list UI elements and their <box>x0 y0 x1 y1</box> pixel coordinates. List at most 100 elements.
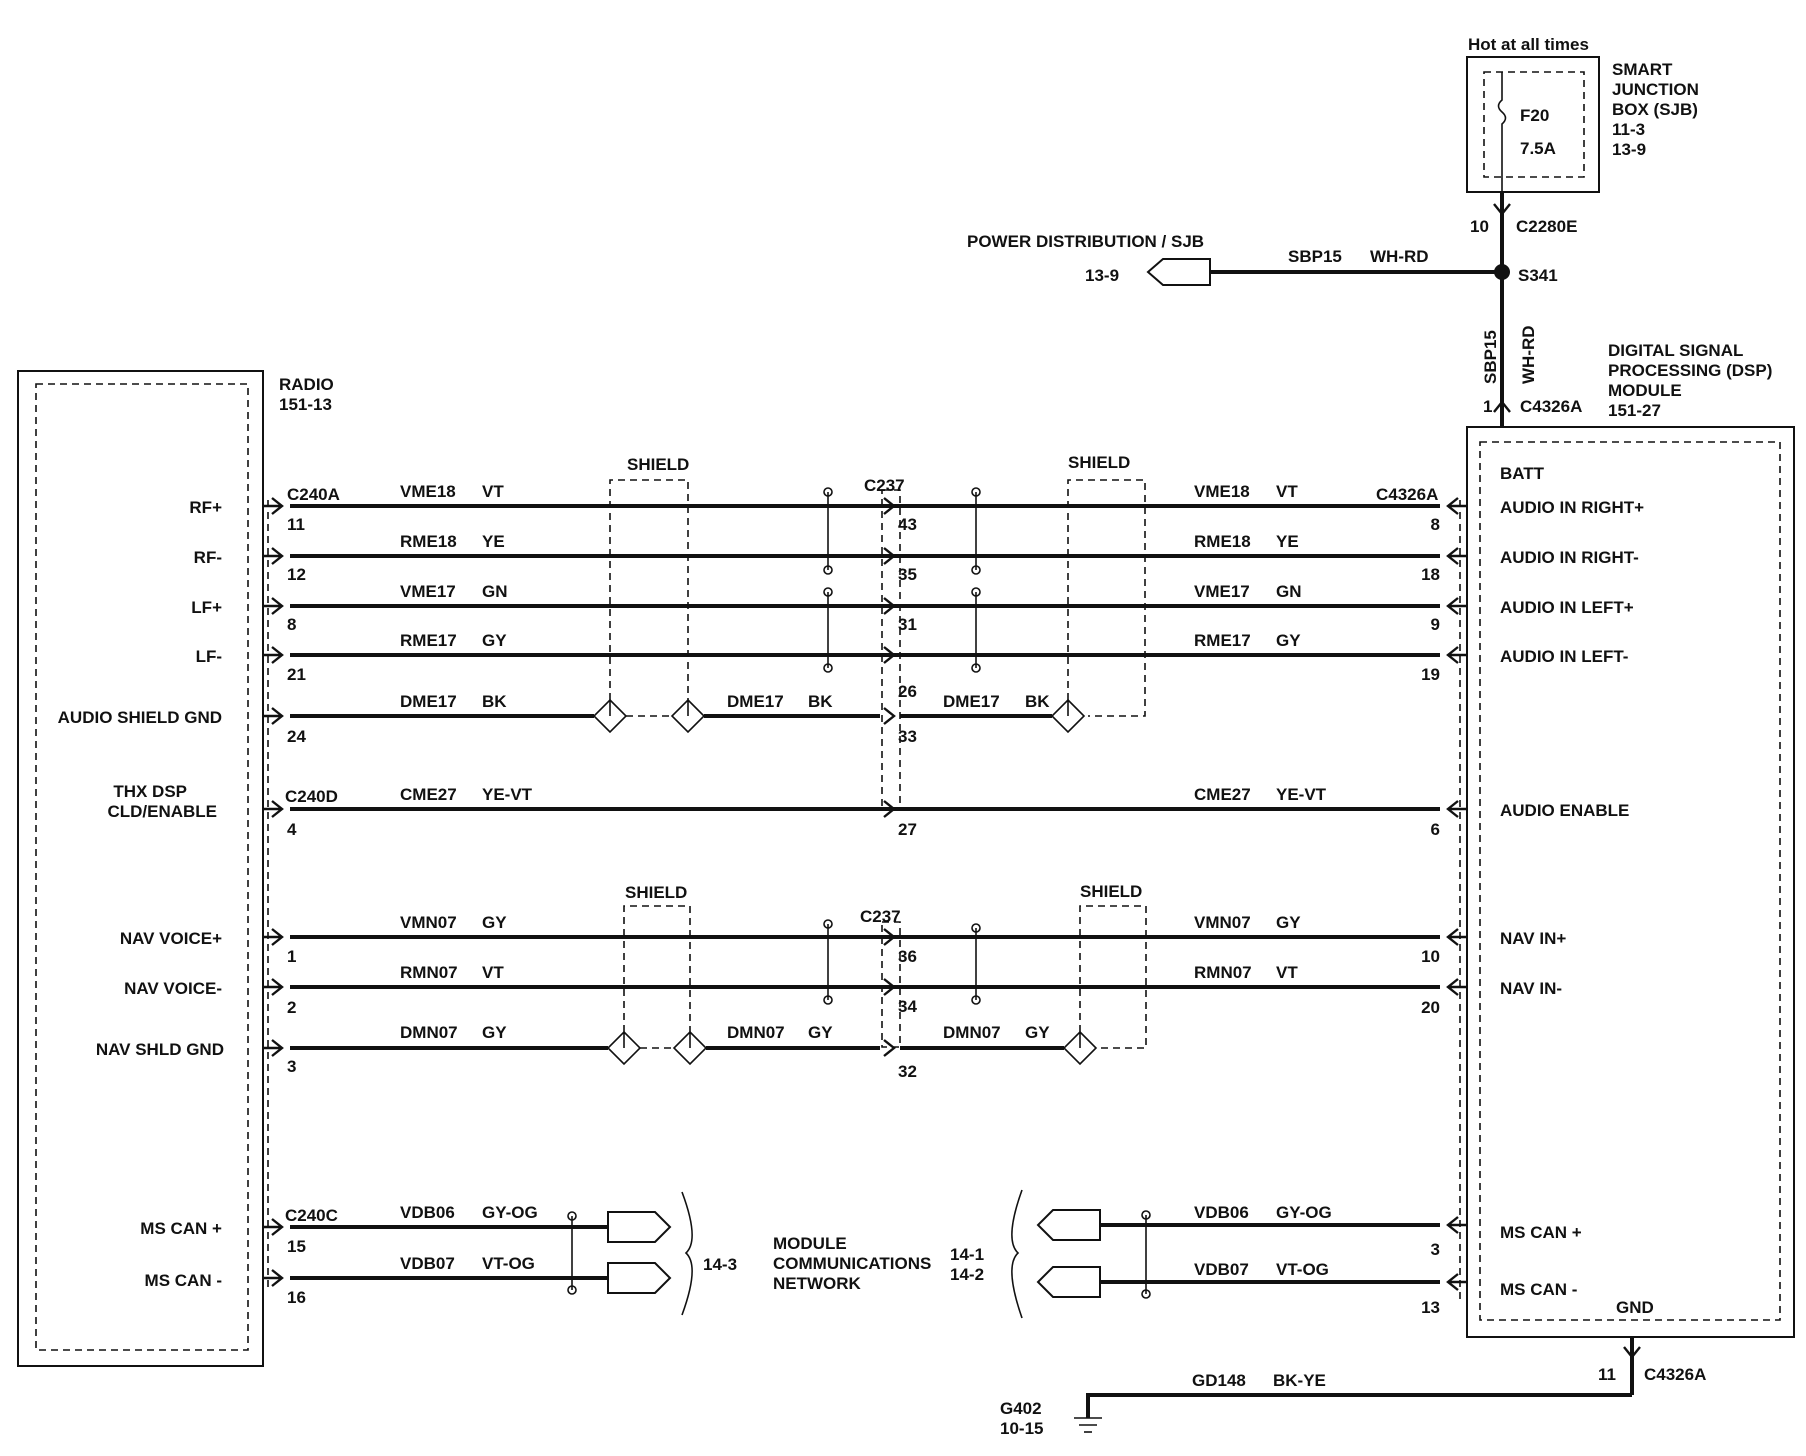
hot-at-all-times-label: Hot at all times <box>1468 35 1589 54</box>
audio-shield-left-label: AUDIO SHIELD GND <box>58 708 222 727</box>
shield-drain-symbol <box>1050 698 1086 734</box>
circuit-id: RME17 <box>1194 631 1251 650</box>
nav-rpin: 20 <box>1421 998 1440 1017</box>
connector-c237-bottom: C237 <box>860 907 901 926</box>
can-connector-arrow <box>607 1262 672 1294</box>
nav-shield-color: GY <box>482 1023 507 1042</box>
audio-signal-wire-group <box>290 504 1440 657</box>
audio-enable-circuit: CME27 <box>1194 785 1251 804</box>
power-circuit: SBP15 <box>1288 247 1342 266</box>
nav-c237-pin: 36 <box>898 947 917 966</box>
c2280e-connector: C2280E <box>1516 217 1577 236</box>
nav-shield-color: GY <box>1025 1023 1050 1042</box>
nav-shield-circuit: DMN07 <box>400 1023 458 1042</box>
can-connector-arrow <box>1036 1209 1101 1241</box>
circuit-id: RME18 <box>400 532 457 551</box>
dsp-ref: 151-27 <box>1608 401 1661 420</box>
right-pin-number: 19 <box>1421 665 1440 684</box>
sjb-ref2: 13-9 <box>1612 140 1646 159</box>
nav-circuit: RMN07 <box>400 963 458 982</box>
can-lpin: 16 <box>287 1288 306 1307</box>
circuit-id: VME17 <box>1194 582 1250 601</box>
nav-color: GY <box>482 913 507 932</box>
audio-enable-right-label: AUDIO ENABLE <box>1500 801 1629 820</box>
power-wire-color: WH-RD <box>1370 247 1429 266</box>
audio-shield-right <box>1067 479 1146 717</box>
shield-drain-symbol <box>672 1030 708 1066</box>
nav-right-label: NAV IN+ <box>1500 929 1566 948</box>
c237-pin-number: 26 <box>898 682 917 701</box>
wire-color: YE <box>1276 532 1299 551</box>
pin-arrow-right <box>1446 928 1467 946</box>
ground-circuit: GD148 <box>1192 1371 1246 1390</box>
right-pin-number: 18 <box>1421 565 1440 584</box>
nav-color: VT <box>482 963 504 982</box>
ground-ref: 10-15 <box>1000 1419 1043 1438</box>
can-connector-arrow <box>1036 1266 1101 1298</box>
can-rpin: 3 <box>1431 1240 1440 1259</box>
can-right-label: MS CAN - <box>1500 1280 1577 1299</box>
can-left-label: MS CAN + <box>140 1219 222 1238</box>
ground-symbol-icon <box>1074 1417 1102 1433</box>
c237-pin-number: 31 <box>898 615 917 634</box>
dsp-title-line1: DIGITAL SIGNAL <box>1608 341 1743 360</box>
pin-arrow-left <box>263 1218 284 1236</box>
shield-drain-symbol <box>592 698 628 734</box>
nav-left-label: NAV VOICE- <box>124 979 222 998</box>
audio-enable-circuit: CME27 <box>400 785 457 804</box>
audio-shield-color: BK <box>1025 692 1050 711</box>
pin-arrow-left <box>263 707 284 725</box>
signal-left-label: LF+ <box>191 598 222 617</box>
nav-color: VT <box>1276 963 1298 982</box>
shield-label: SHIELD <box>1068 453 1130 472</box>
ground-connector: C4326A <box>1644 1365 1706 1384</box>
ground-pin: 11 <box>1598 1365 1616 1384</box>
signal-right-label: AUDIO IN RIGHT- <box>1500 548 1639 567</box>
connector-c240d: C240D <box>285 787 338 806</box>
nav-rpin: 10 <box>1421 947 1440 966</box>
mcn-title-line3: NETWORK <box>773 1274 862 1293</box>
audio-shield-c237-pin: 33 <box>898 727 917 746</box>
signal-left-label: RF+ <box>189 498 222 517</box>
shield-drain-symbol <box>670 698 706 734</box>
circuit-id: VME18 <box>1194 482 1250 501</box>
c237-pin-arrow <box>883 928 896 946</box>
nav-circuit: RMN07 <box>1194 963 1252 982</box>
c237-pin-arrow <box>883 497 896 515</box>
can-rpin: 13 <box>1421 1298 1440 1317</box>
audio-shield-circuit: DME17 <box>727 692 784 711</box>
c237-pin-arrow <box>883 707 896 725</box>
left-pin-number: 12 <box>287 565 306 584</box>
nav-shield-c237-pin: 32 <box>898 1062 917 1081</box>
wire-color: YE <box>482 532 505 551</box>
c237-pin-arrow <box>883 800 896 818</box>
pin-arrow-right <box>1446 597 1467 615</box>
right-pin-number: 8 <box>1431 515 1440 534</box>
ground-wire <box>1086 1393 1632 1418</box>
pin-arrow-left <box>263 1269 284 1287</box>
shield-label: SHIELD <box>625 883 687 902</box>
radio-module-box <box>17 370 264 1367</box>
can-color: GY-OG <box>482 1203 538 1222</box>
signal-right-label: AUDIO IN RIGHT+ <box>1500 498 1644 517</box>
radio-ref: 151-13 <box>279 395 332 414</box>
pin-arrow-left <box>263 497 284 515</box>
audio-shield-color: BK <box>482 692 507 711</box>
ground-color: BK-YE <box>1273 1371 1326 1390</box>
pin-arrow-left <box>263 978 284 996</box>
pin-arrow-right <box>1446 1216 1467 1234</box>
nav-shield-circuit: DMN07 <box>943 1023 1001 1042</box>
can-color: GY-OG <box>1276 1203 1332 1222</box>
c2280e-pin: 10 <box>1470 217 1489 236</box>
c237-pin-number: 43 <box>898 515 917 534</box>
nav-right-label: NAV IN- <box>1500 979 1562 998</box>
sjb-inner <box>1483 71 1585 178</box>
pin-arrow-right <box>1446 978 1467 996</box>
nav-color: GY <box>1276 913 1301 932</box>
c237-pin-arrow <box>883 597 896 615</box>
connector-c240c: C240C <box>285 1206 338 1225</box>
signal-left-label: LF- <box>196 647 222 666</box>
audio-shield-left <box>609 479 689 700</box>
mcn-right-ref1: 14-1 <box>950 1245 984 1264</box>
wire-color: VT <box>482 482 504 501</box>
